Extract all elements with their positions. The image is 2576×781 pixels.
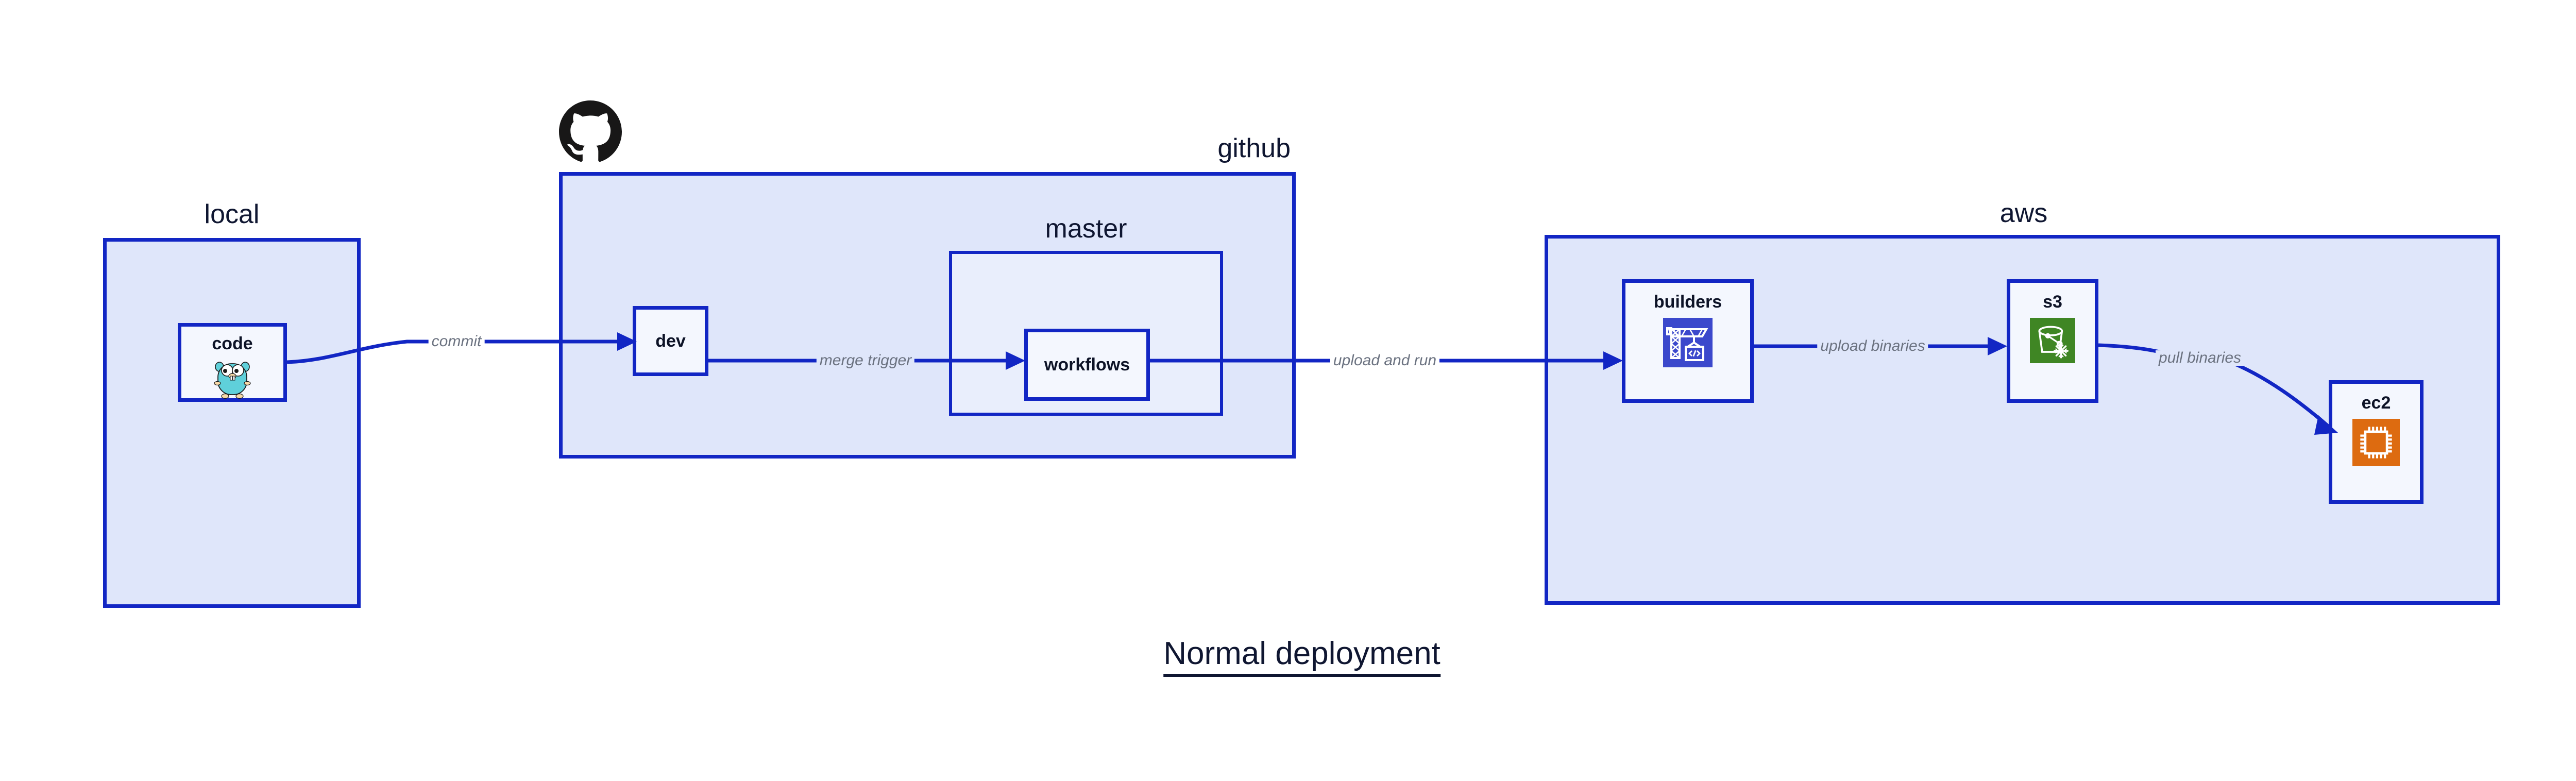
- zone-master-label: master: [1045, 214, 1127, 244]
- zone-local: [103, 238, 361, 608]
- aws-ec2-icon: [2352, 419, 2400, 469]
- edge-upload-and-run-label: upload and run: [1330, 353, 1440, 368]
- aws-codebuild-icon: [1663, 318, 1713, 370]
- edge-merge-trigger-label: merge trigger: [816, 353, 915, 368]
- edge-pull-binaries-label: pull binaries: [2155, 350, 2245, 366]
- edge-commit-label: commit: [428, 334, 485, 349]
- node-s3[interactable]: s3: [2007, 279, 2098, 403]
- aws-s3-glacier-icon: [2030, 318, 2075, 366]
- github-octocat-logo: [559, 100, 622, 166]
- node-workflows[interactable]: workflows: [1024, 329, 1150, 401]
- diagram-title: Normal deployment: [1163, 638, 1440, 677]
- node-workflows-label: workflows: [1044, 355, 1130, 375]
- node-ec2-label: ec2: [2361, 393, 2391, 413]
- node-builders[interactable]: builders: [1622, 279, 1754, 403]
- node-code-label: code: [212, 334, 253, 353]
- node-dev[interactable]: dev: [633, 306, 708, 376]
- zone-aws-label: aws: [1999, 198, 2048, 228]
- node-code[interactable]: code: [178, 323, 287, 402]
- edge-upload-binaries-label: upload binaries: [1817, 338, 1928, 354]
- node-dev-label: dev: [655, 331, 686, 351]
- zone-local-label: local: [204, 199, 260, 229]
- node-builders-label: builders: [1653, 292, 1722, 312]
- node-ec2[interactable]: ec2: [2329, 380, 2424, 504]
- zone-github-label: github: [1217, 133, 1291, 163]
- go-gopher-icon: [213, 358, 252, 402]
- node-s3-label: s3: [2043, 292, 2062, 312]
